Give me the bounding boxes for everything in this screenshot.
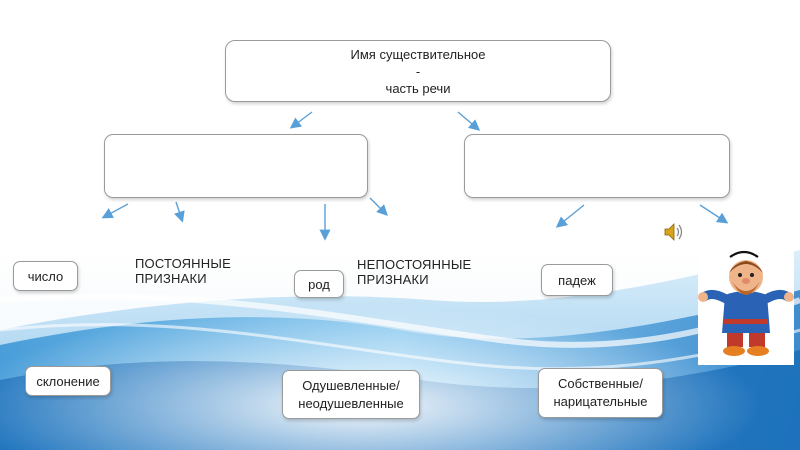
case-text: падеж (558, 273, 596, 288)
declension-box: склонение (25, 366, 111, 396)
proper-line-1: Собственные/ (558, 375, 643, 393)
arrow-right-1 (558, 205, 584, 226)
cartoon-old-man-picture (698, 247, 794, 365)
constant-features-label: ПОСТОЯННЫЕ ПРИЗНАКИ (135, 256, 231, 286)
speaker-icon[interactable] (664, 222, 686, 242)
gender-text: род (308, 277, 330, 292)
arrow-left-2 (176, 202, 182, 220)
arrow-left-1 (104, 204, 128, 217)
gender-box: род (294, 270, 344, 298)
number-box: число (13, 261, 78, 291)
animate-box: Одушевленные/ неодушевленные (282, 370, 420, 419)
case-box: падеж (541, 264, 613, 296)
proper-box: Собственные/ нарицательные (538, 368, 663, 418)
arrow-root-left (292, 112, 312, 127)
proper-line-2: нарицательные (553, 393, 647, 411)
variable-features-label: НЕПОСТОЯННЫЕ ПРИЗНАКИ (357, 257, 471, 287)
arrow-left-4 (370, 198, 386, 214)
arrow-root-right (458, 112, 478, 129)
animate-line-1: Одушевленные/ (302, 377, 400, 395)
number-text: число (28, 269, 64, 284)
animate-line-2: неодушевленные (298, 395, 403, 413)
declension-text: склонение (36, 374, 99, 389)
arrow-right-2 (700, 205, 726, 222)
